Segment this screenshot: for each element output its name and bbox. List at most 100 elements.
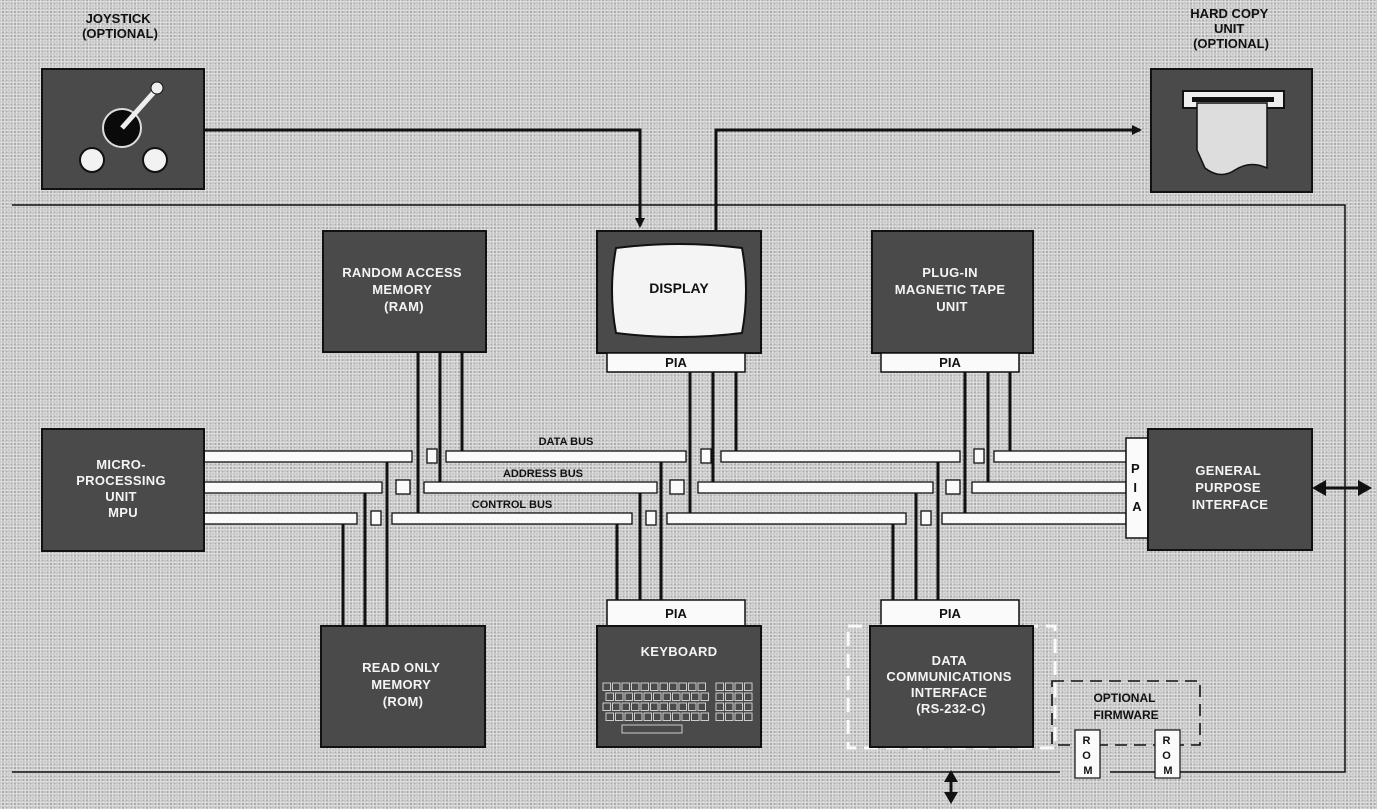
keyboard-key [634, 712, 643, 721]
keyboard-key [662, 692, 671, 701]
printer-icon [1182, 90, 1285, 176]
keyboard-key [602, 702, 611, 711]
firmware-rom2-label: R O M [1162, 735, 1174, 777]
keyboard-key [691, 712, 700, 721]
rom-label: READ ONLY MEMORY (ROM) [362, 660, 444, 709]
keyboard-key [650, 682, 659, 691]
keyboard-key [725, 712, 734, 721]
firmware-rom-slot-1 [1074, 729, 1101, 779]
keyboard-key [744, 712, 753, 721]
keyboard-key [612, 682, 621, 691]
display-pia [606, 352, 746, 373]
display-to-hardcopy-line [714, 125, 1142, 232]
data-bus-label: DATA BUS [539, 436, 594, 448]
keyboard-key [678, 702, 687, 711]
keyboard-key [612, 702, 621, 711]
gpi-box [1147, 428, 1313, 551]
keyboard-key [640, 682, 649, 691]
firmware-outline [1051, 680, 1201, 746]
keyboard-key [624, 692, 633, 701]
keyboard-key [640, 702, 649, 711]
keyboard-key [744, 692, 753, 701]
keyboard-key [734, 702, 743, 711]
joystick-to-display-line [204, 128, 645, 228]
keyboard-key [715, 712, 724, 721]
tape-box [871, 230, 1034, 354]
hardcopy-title: HARD COPY UNIT (OPTIONAL) [1190, 6, 1271, 51]
keyboard-key [602, 682, 611, 691]
address-bus [203, 479, 1127, 495]
tape-label: PLUG-IN MAGNETIC TAPE UNIT [895, 265, 1009, 314]
keyboard-key [615, 712, 624, 721]
ram-label: RANDOM ACCESS MEMORY (RAM) [342, 265, 466, 314]
keyboard-key [662, 712, 671, 721]
keyboard-key [681, 692, 690, 701]
keyboard-key [615, 692, 624, 701]
keyboard-key [715, 702, 724, 711]
keyboard-key [744, 702, 753, 711]
keyboard-key [653, 692, 662, 701]
firmware-label: OPTIONAL FIRMWARE [1093, 691, 1158, 722]
keyboard-key [715, 682, 724, 691]
display-label: DISPLAY [649, 280, 709, 296]
keyboard-key [734, 692, 743, 701]
datacomm-box [869, 625, 1034, 748]
bus-connectors [341, 352, 1012, 626]
keyboard-key [734, 712, 743, 721]
keyboard-key [725, 682, 734, 691]
keyboard-key [691, 692, 700, 701]
tape-pia [880, 352, 1020, 373]
keyboard-key [631, 682, 640, 691]
mpu-box [41, 428, 205, 552]
gpi-label: GENERAL PURPOSE INTERFACE [1192, 463, 1268, 512]
keyboard-key [634, 692, 643, 701]
keyboard-key [621, 702, 630, 711]
ram-box [322, 230, 487, 353]
keyboard-key [669, 702, 678, 711]
keyboard-key [653, 712, 662, 721]
control-bus [203, 510, 1127, 526]
keyboard-key [672, 692, 681, 701]
keyboard-key [725, 702, 734, 711]
keyboard-key [650, 702, 659, 711]
keyboard-key [688, 682, 697, 691]
keyboard-key [624, 712, 633, 721]
keyboard-key [697, 682, 706, 691]
keyboard-key [672, 712, 681, 721]
keyboard-key [669, 682, 678, 691]
keyboard-key [700, 712, 709, 721]
keyboard-key [605, 712, 614, 721]
keyboard-key [744, 682, 753, 691]
keyboard-key [631, 702, 640, 711]
keyboard-key [700, 692, 709, 701]
datacomm-optional-outline [846, 624, 1057, 750]
display-screen [611, 243, 747, 338]
keyboard-label: KEYBOARD [641, 644, 718, 659]
keyboard-key [678, 682, 687, 691]
keyboard-key [643, 692, 652, 701]
keyboard-key [643, 712, 652, 721]
tape-pia-label: PIA [939, 355, 961, 370]
data-bus [203, 448, 1127, 464]
keyboard-key [697, 702, 706, 711]
rom-box [320, 625, 486, 748]
gpi-bidirectional-arrow [1312, 480, 1372, 496]
display-pia-label: PIA [665, 355, 687, 370]
gpi-pia-label: P I A [1131, 461, 1143, 514]
keyboard-pia-label: PIA [665, 606, 687, 621]
firmware-rom1-label: R O M [1082, 735, 1094, 777]
keyboard-key [621, 682, 630, 691]
control-bus-label: CONTROL BUS [472, 499, 552, 511]
keyboard-key [681, 712, 690, 721]
datacomm-pia-label: PIA [939, 606, 961, 621]
keyboard-key [605, 692, 614, 701]
keyboard-key [715, 692, 724, 701]
keyboard-key [734, 682, 743, 691]
joystick-icon [79, 81, 168, 173]
keyboard-pia [606, 599, 746, 627]
keyboard-key [725, 692, 734, 701]
firmware-rom-slot-2 [1154, 729, 1181, 779]
keyboard-key [659, 682, 668, 691]
